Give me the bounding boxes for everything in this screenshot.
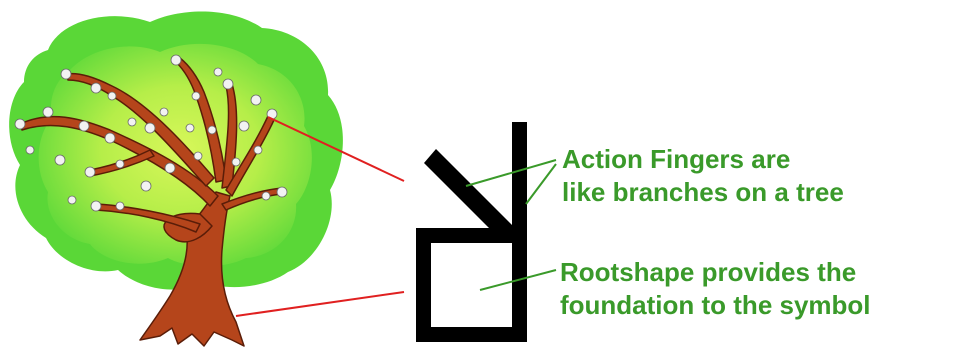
connector-rootshape bbox=[479, 269, 557, 291]
caption-rootshape: Rootshape provides the foundation to the… bbox=[560, 256, 871, 322]
connector-branches-diagonal bbox=[465, 159, 557, 187]
symbol-rootshape-square bbox=[416, 228, 527, 342]
caption-action-fingers-line2: like branches on a tree bbox=[562, 177, 844, 207]
action-finger-symbol bbox=[416, 122, 527, 342]
symbol-diagonal-finger bbox=[424, 149, 516, 243]
connector-branches-vertical bbox=[525, 163, 557, 205]
caption-rootshape-line2: foundation to the symbol bbox=[560, 290, 871, 320]
connector-lines bbox=[465, 159, 557, 291]
pointer-tree-root bbox=[235, 291, 405, 317]
pointer-tree-branch bbox=[267, 116, 405, 182]
tree-image bbox=[9, 11, 343, 347]
pointer-lines bbox=[235, 116, 405, 317]
tree-blossoms bbox=[14, 54, 288, 212]
caption-action-fingers: Action Fingers are like branches on a tr… bbox=[562, 143, 844, 209]
caption-action-fingers-line1: Action Fingers are bbox=[562, 144, 791, 174]
caption-rootshape-line1: Rootshape provides the bbox=[560, 257, 857, 287]
